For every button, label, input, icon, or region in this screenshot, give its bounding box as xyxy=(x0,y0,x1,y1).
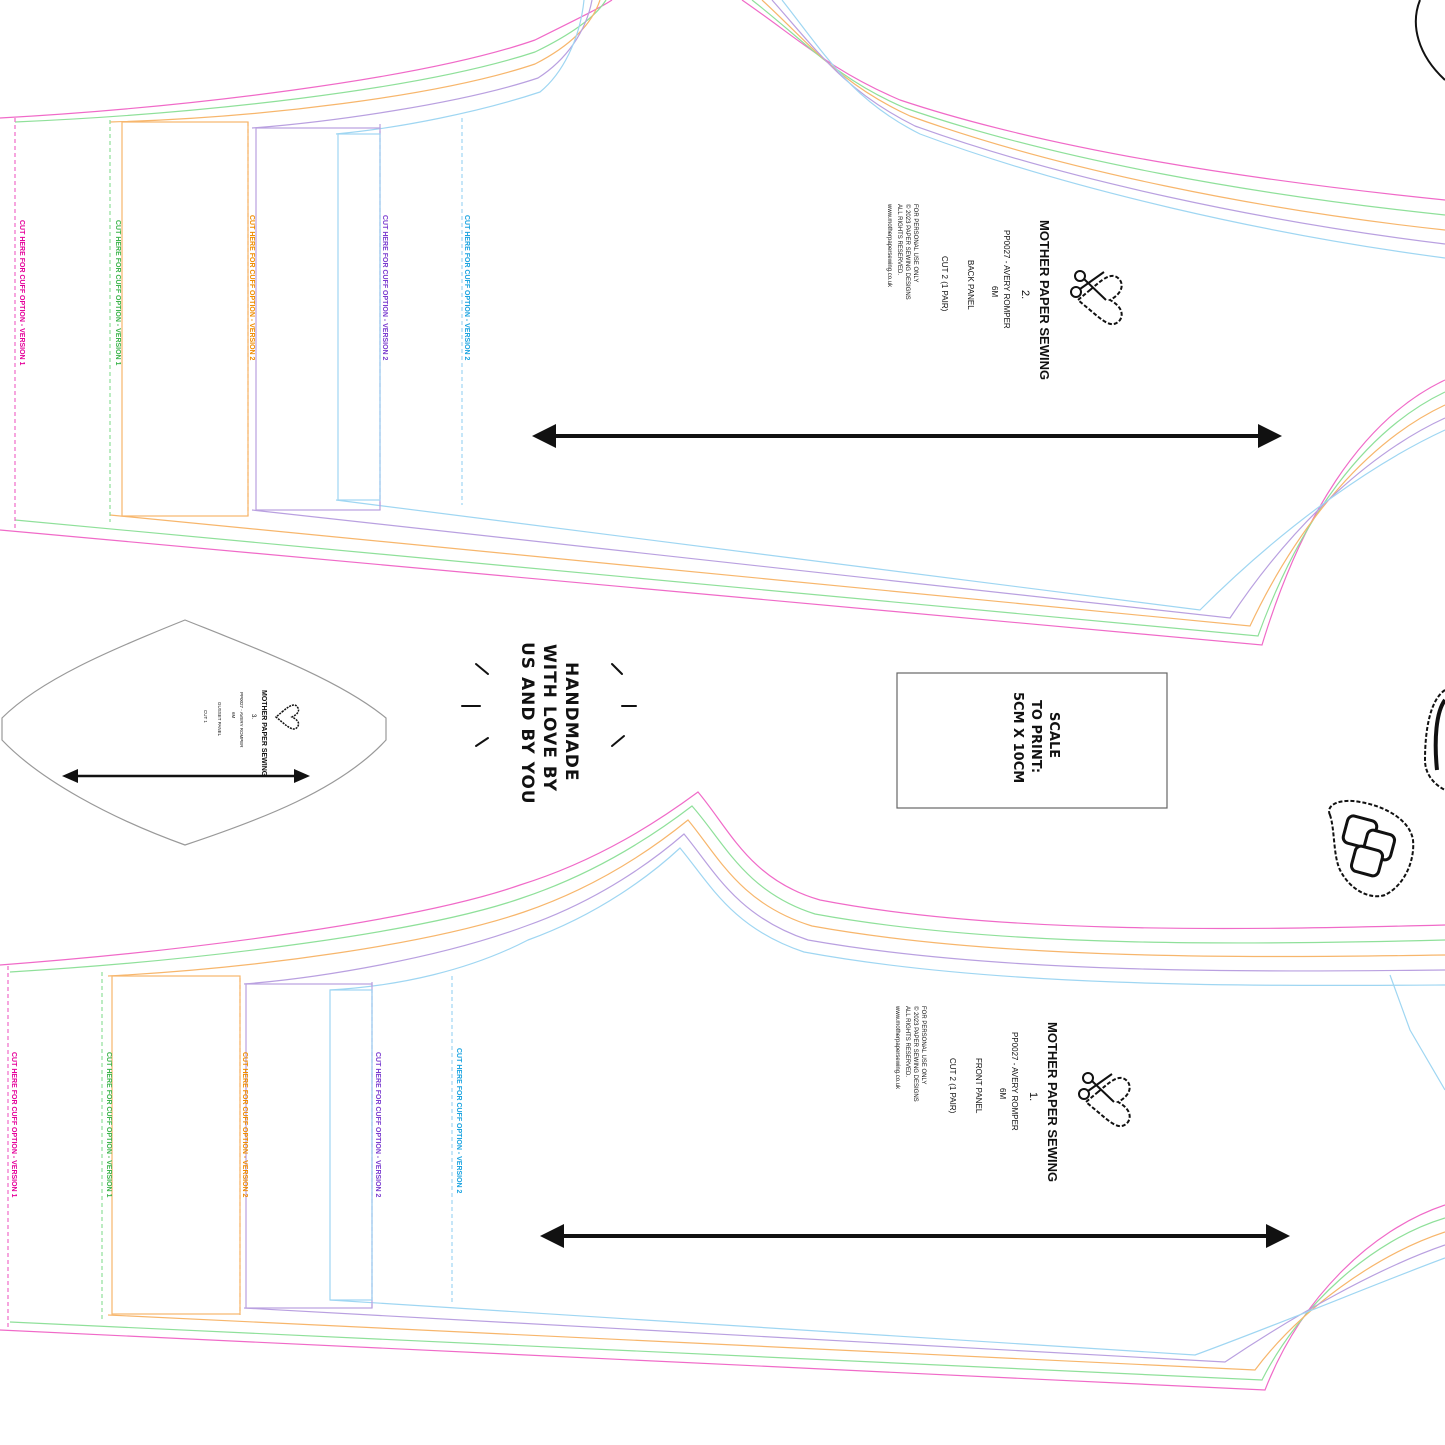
cut-instruction: CUT 2 (1 PAIR) xyxy=(948,1058,957,1114)
front-panel-outline-purple xyxy=(243,833,1445,1363)
cut-label: CUT HERE FOR CUFF OPTION - VERSION 1 xyxy=(10,1052,17,1198)
cut-label: CUT HERE FOR CUFF OPTION - VERSION 2 xyxy=(374,1052,381,1198)
pattern-name: PP0027 - AVERY ROMPER xyxy=(239,692,244,748)
legal-text: ALL RIGHTS RESERVED. xyxy=(904,1006,910,1077)
pattern-name: PP0027 - AVERY ROMPER xyxy=(1002,230,1011,329)
size-label: 6M xyxy=(231,712,236,719)
size-label: 6M xyxy=(998,1088,1007,1099)
front-panel-outline-orange xyxy=(107,819,1445,1371)
front-panel-outline-blue xyxy=(329,847,1445,1356)
sticker-partial-icon xyxy=(1423,689,1445,791)
gusset-piece: MOTHER PAPER SEWING 3. PP0027 - AVERY RO… xyxy=(1,619,387,846)
back-panel-label: MOTHER PAPER SEWING 2. PP0027 - AVERY RO… xyxy=(886,203,1123,380)
scissors-heart-icon xyxy=(1078,1072,1131,1128)
scale-line: SCALE xyxy=(1046,712,1061,758)
front-panel-outline-pink xyxy=(0,791,1445,1391)
cut-label: CUT HERE FOR CUFF OPTION - VERSION 1 xyxy=(18,220,25,366)
back-panel-outline-pink xyxy=(0,0,1445,646)
legal-text: ALL RIGHTS RESERVED. xyxy=(896,204,902,275)
cuff-box-orange xyxy=(111,975,241,1315)
piece-number: 2. xyxy=(1019,290,1031,299)
back-panel-piece xyxy=(0,0,1445,646)
legal-text: © 2023 PAPER SEWING DESIGNS xyxy=(912,1006,919,1102)
scale-line: 5CM X 10CM xyxy=(1010,692,1025,783)
cut-label: CUT HERE FOR CUFF OPTION - VERSION 2 xyxy=(455,1048,462,1194)
brand-name: MOTHER PAPER SEWING xyxy=(1037,220,1052,380)
corner-circle-icon xyxy=(1414,0,1445,81)
piece-number: 1. xyxy=(1027,1092,1039,1101)
front-panel-cut-labels: CUT HERE FOR CUFF OPTION - VERSION 1 CUT… xyxy=(10,1048,462,1198)
front-panel-piece xyxy=(0,791,1445,1391)
cut-instruction: CUT 2 (1 PAIR) xyxy=(940,256,949,312)
slogan-line: WITH LOVE BY xyxy=(539,644,559,792)
legal-text: © 2023 PAPER SEWING DESIGNS xyxy=(904,204,911,300)
cuff-box-orange xyxy=(121,121,249,517)
pattern-name: PP0027 - AVERY ROMPER xyxy=(1010,1032,1019,1131)
piece-number: 3. xyxy=(250,714,256,719)
website-url: www.motherpapersewing.co.uk xyxy=(886,203,892,288)
legal-text: FOR PERSONAL USE ONLY xyxy=(912,204,918,282)
cuff-box-purple xyxy=(245,983,373,1309)
back-panel-outline-blue xyxy=(335,0,1445,611)
fabric-stack-icon xyxy=(1328,799,1415,898)
cuff-box-purple xyxy=(255,127,381,511)
cut-label: CUT HERE FOR CUFF OPTION - VERSION 2 xyxy=(248,215,255,361)
scissors-heart-icon xyxy=(274,704,300,730)
cuff-box-blue xyxy=(337,133,381,501)
legal-text: FOR PERSONAL USE ONLY xyxy=(920,1006,926,1084)
cut-label: CUT HERE FOR CUFF OPTION - VERSION 1 xyxy=(114,220,121,366)
cuff-box-blue xyxy=(329,989,373,1301)
piece-name: BACK PANEL xyxy=(966,260,975,310)
back-panel-outline-orange xyxy=(109,0,1445,627)
handmade-slogan: HANDMADE WITH LOVE BY US AND BY YOU xyxy=(461,642,637,805)
back-panel-cut-labels: CUT HERE FOR CUFF OPTION - VERSION 1 CUT… xyxy=(18,215,470,366)
back-panel-outline-green xyxy=(14,0,1445,637)
scale-line: TO PRINT: xyxy=(1028,700,1043,773)
back-panel-outline-purple xyxy=(251,0,1445,619)
gusset-label: MOTHER PAPER SEWING 3. PP0027 - AVERY RO… xyxy=(203,690,300,777)
brand-name: MOTHER PAPER SEWING xyxy=(1045,1022,1060,1182)
scissors-heart-icon xyxy=(1070,270,1123,326)
slogan-line: US AND BY YOU xyxy=(517,642,537,805)
cut-label: CUT HERE FOR CUFF OPTION - VERSION 1 xyxy=(105,1052,112,1198)
size-label: 6M xyxy=(990,286,999,297)
front-panel-outline-green xyxy=(9,805,1445,1381)
piece-name: FRONT PANEL xyxy=(974,1058,983,1114)
brand-name: MOTHER PAPER SEWING xyxy=(260,690,267,777)
scale-box: SCALE TO PRINT: 5CM X 10CM xyxy=(896,672,1168,809)
piece-name: GUSSET PANEL xyxy=(217,702,222,737)
slogan-line: HANDMADE xyxy=(561,662,581,782)
cut-label: CUT HERE FOR CUFF OPTION - VERSION 2 xyxy=(381,215,388,361)
front-panel-label: MOTHER PAPER SEWING 1. PP0027 - AVERY RO… xyxy=(894,1005,1131,1182)
cut-label: CUT HERE FOR CUFF OPTION - VERSION 2 xyxy=(241,1052,248,1198)
sparkle-marks xyxy=(461,663,637,747)
back-panel-grainline xyxy=(532,424,1282,448)
website-url: www.motherpapersewing.co.uk xyxy=(894,1005,900,1090)
cut-label: CUT HERE FOR CUFF OPTION - VERSION 2 xyxy=(463,215,470,361)
cut-instruction: CUT 1 xyxy=(203,710,208,723)
front-panel-grainline xyxy=(540,1224,1290,1248)
